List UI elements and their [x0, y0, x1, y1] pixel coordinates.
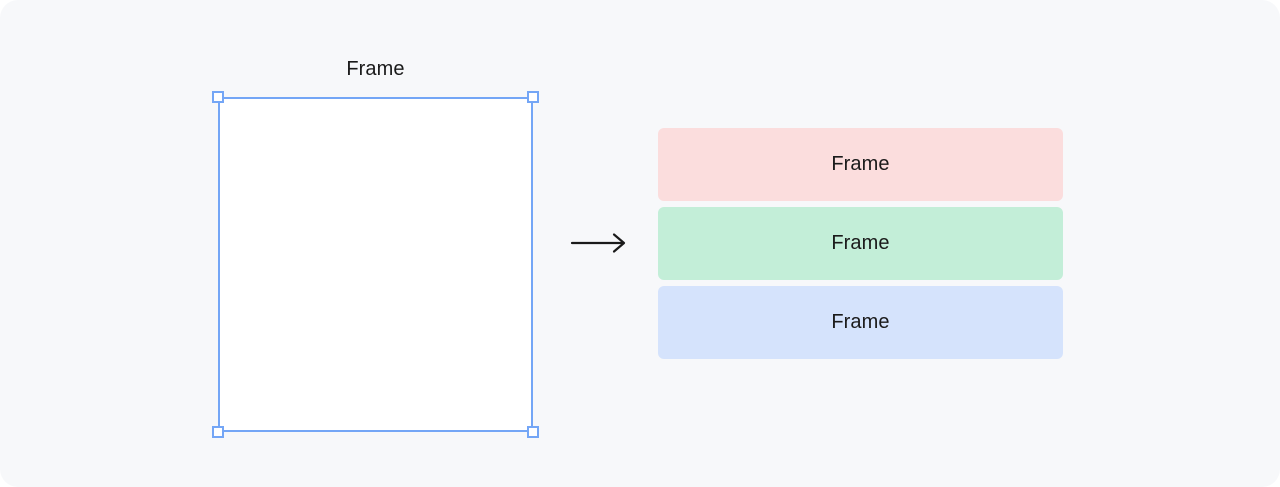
result-frame-3[interactable]: Frame: [658, 286, 1063, 359]
selection-handle-top-right[interactable]: [527, 91, 539, 103]
result-frame-stack: Frame Frame Frame: [658, 128, 1063, 359]
selection-handle-top-left[interactable]: [212, 91, 224, 103]
selection-handle-bottom-left[interactable]: [212, 426, 224, 438]
result-frame-3-label: Frame: [831, 311, 890, 333]
selected-frame[interactable]: [212, 91, 539, 438]
result-frame-1-label: Frame: [831, 153, 890, 175]
result-frame-1[interactable]: Frame: [658, 128, 1063, 201]
result-frame-2-label: Frame: [831, 232, 890, 254]
source-frame-label: Frame: [346, 58, 405, 80]
selection-handle-bottom-right[interactable]: [527, 426, 539, 438]
transform-arrow-icon: [570, 232, 630, 254]
result-frame-2[interactable]: Frame: [658, 207, 1063, 280]
